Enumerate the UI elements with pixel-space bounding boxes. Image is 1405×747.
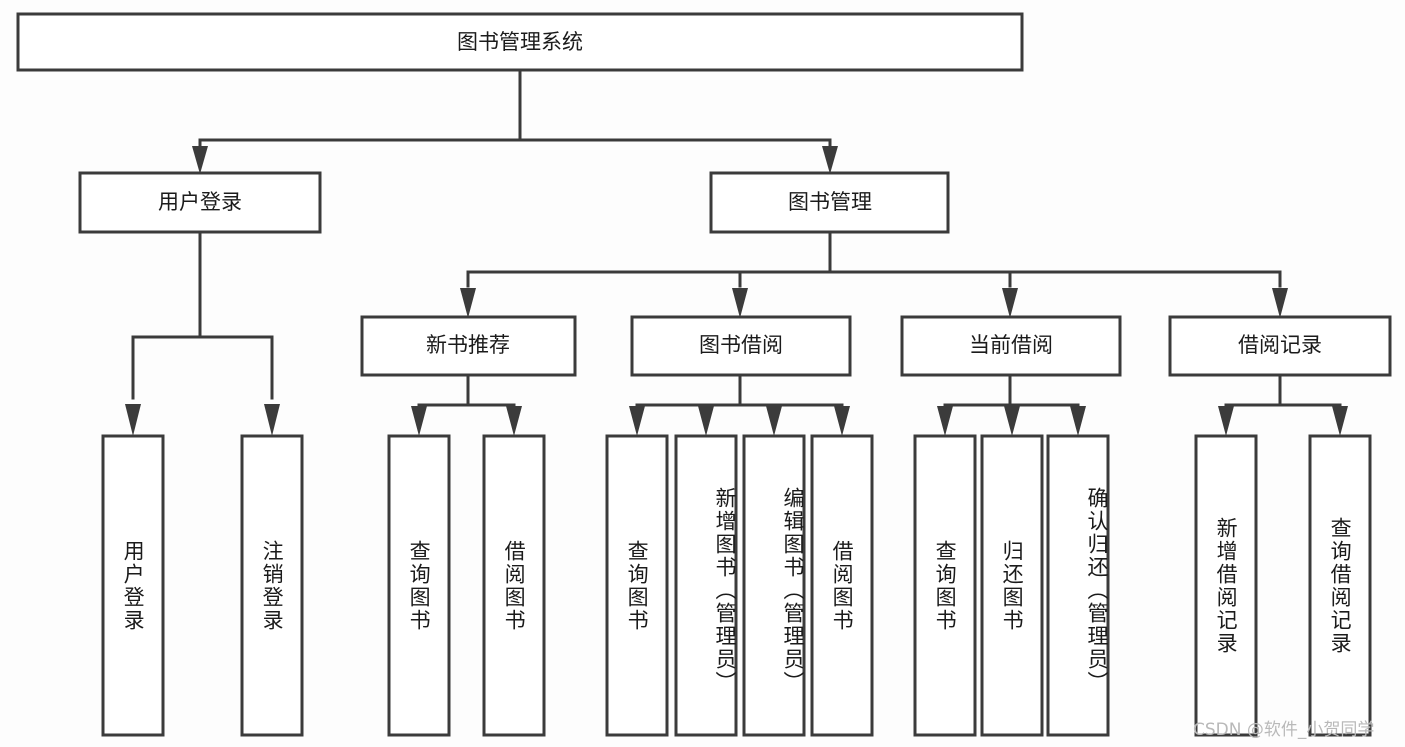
csdn-watermark: CSDN @软件_小贺同学	[1193, 720, 1375, 740]
arrow-head-cb-leaf-1	[937, 406, 953, 436]
node-book-manage[interactable]	[709, 171, 950, 234]
arrow-head-book-borrow	[732, 288, 748, 318]
arrow-head-nb-leaf-2	[506, 406, 522, 436]
arrow-head-borrow-record	[1272, 288, 1288, 318]
leaf-box-bb-query-book[interactable]	[605, 434, 669, 737]
leaf-box-user-login[interactable]	[101, 434, 165, 737]
arrow-head-book-manage	[822, 146, 838, 174]
leaf-box-bb-edit-book[interactable]	[742, 434, 806, 737]
leaf-box-cb-confirm-return[interactable]	[1046, 434, 1110, 737]
arrow-head-nb-leaf-1	[411, 406, 427, 436]
leaf-box-nb-borrow-book[interactable]	[482, 434, 546, 737]
arrow-head-br-leaf-2	[1332, 406, 1348, 436]
arrow-head-leaf-user-login	[125, 404, 141, 436]
arrow-head-bb-leaf-3	[766, 406, 782, 436]
leaf-box-cb-query-book[interactable]	[913, 434, 977, 737]
node-new-book-recommend-label: 新书推荐	[426, 333, 510, 357]
arrow-head-current-borrow	[1002, 288, 1018, 318]
leaf-box-bb-add-book[interactable]	[674, 434, 738, 737]
node-book-borrow[interactable]	[630, 315, 852, 377]
node-root-system-label: 图书管理系统	[457, 30, 583, 54]
arrow-head-cb-leaf-3	[1070, 406, 1086, 436]
leaf-box-nb-query-book[interactable]	[387, 434, 451, 737]
node-user-login-label: 用户登录	[158, 190, 242, 214]
arrow-head-new-book	[460, 288, 476, 318]
arrow-head-leaf-logout	[264, 404, 280, 436]
arrow-head-bb-leaf-2	[698, 406, 714, 436]
node-new-book-recommend[interactable]	[360, 315, 577, 377]
arrow-head-br-leaf-1	[1218, 406, 1234, 436]
arrow-head-bb-leaf-1	[629, 406, 645, 436]
arrow-head-user-login	[192, 146, 208, 174]
node-borrow-record-label: 借阅记录	[1238, 333, 1322, 357]
node-user-login[interactable]	[78, 171, 322, 234]
node-current-borrow[interactable]	[900, 315, 1122, 377]
node-book-manage-label: 图书管理	[788, 190, 872, 214]
node-root-system[interactable]	[16, 12, 1024, 72]
node-borrow-record[interactable]	[1168, 315, 1392, 377]
leaf-box-cb-return-book[interactable]	[980, 434, 1044, 737]
arrow-head-cb-leaf-2	[1004, 406, 1020, 436]
leaf-box-br-add-record[interactable]	[1194, 434, 1258, 737]
leaf-box-logout[interactable]	[240, 434, 304, 737]
arrow-head-bb-leaf-4	[834, 406, 850, 436]
node-book-borrow-label: 图书借阅	[699, 333, 783, 357]
leaf-box-br-query-record[interactable]	[1308, 434, 1372, 737]
leaf-box-bb-borrow-book[interactable]	[810, 434, 874, 737]
node-current-borrow-label: 当前借阅	[969, 333, 1053, 357]
